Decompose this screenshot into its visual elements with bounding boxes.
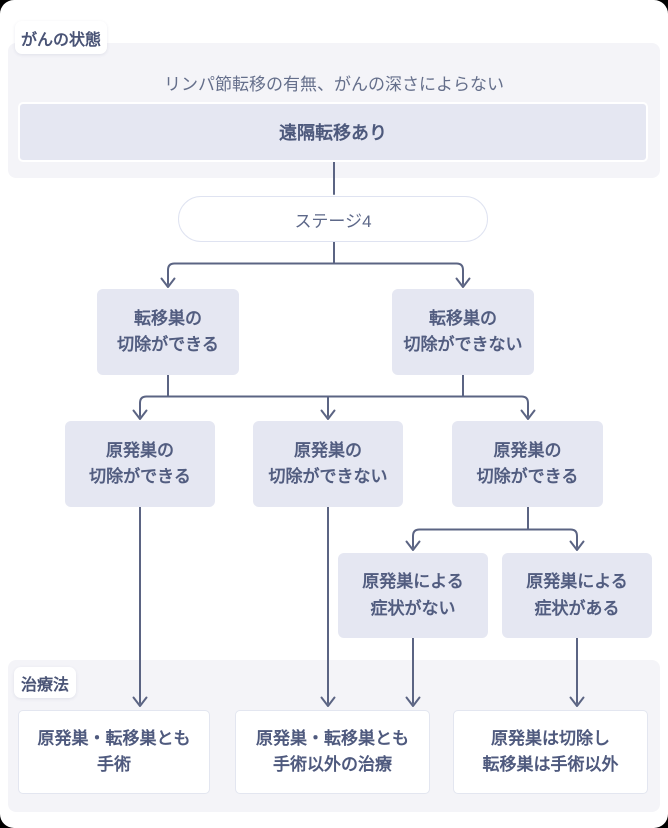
node-symptom-present: 原発巣による 症状がある: [502, 553, 652, 638]
arrow-to-primary-unresectable: [320, 409, 336, 420]
condition-note: リンパ節転移の有無、がんの深さによらない: [164, 75, 504, 94]
node-meta-resectable: 転移巣の 切除ができる: [97, 289, 239, 375]
arrow-to-meta-unresectable: [455, 277, 471, 288]
condition-box: 遠隔転移あり: [18, 102, 648, 162]
arrow-to-primary-resectable-left: [132, 409, 148, 420]
connector-stage-split-rail: [167, 262, 464, 285]
connector-row3-rail: [139, 395, 529, 417]
arrow-nonsurgery-left: [320, 696, 336, 707]
arrow-to-mixed-treatment: [569, 696, 585, 707]
node-primary-resectable-left: 原発巣の 切除ができる: [65, 421, 215, 507]
arrow-to-primary-resectable-right: [520, 409, 536, 420]
arrow-to-surgery-both: [132, 696, 148, 707]
node-primary-unresectable: 原発巣の 切除ができない: [253, 421, 403, 507]
stage-pill: ステージ4: [178, 196, 488, 242]
treatment-surgery-both: 原発巣・転移巣とも 手術: [18, 710, 210, 794]
connector-symptom-rail: [412, 528, 578, 548]
treatment-badge: 治療法: [14, 667, 76, 698]
arrow-to-symptom-present: [569, 540, 585, 551]
arrow-nonsurgery-right: [405, 696, 421, 707]
arrow-to-symptom-absent: [405, 540, 421, 551]
cancer-state-badge: がんの状態: [15, 21, 107, 54]
treatment-non-surgery-both: 原発巣・転移巣とも 手術以外の治療: [235, 710, 430, 794]
treatment-resect-primary-only: 原発巣は切除し 転移巣は手術以外: [453, 710, 648, 794]
node-primary-resectable-right: 原発巣の 切除ができる: [452, 421, 603, 507]
node-meta-unresectable: 転移巣の 切除ができない: [392, 289, 534, 375]
arrow-to-meta-resectable: [160, 277, 176, 288]
node-symptom-absent: 原発巣による 症状がない: [338, 553, 488, 638]
